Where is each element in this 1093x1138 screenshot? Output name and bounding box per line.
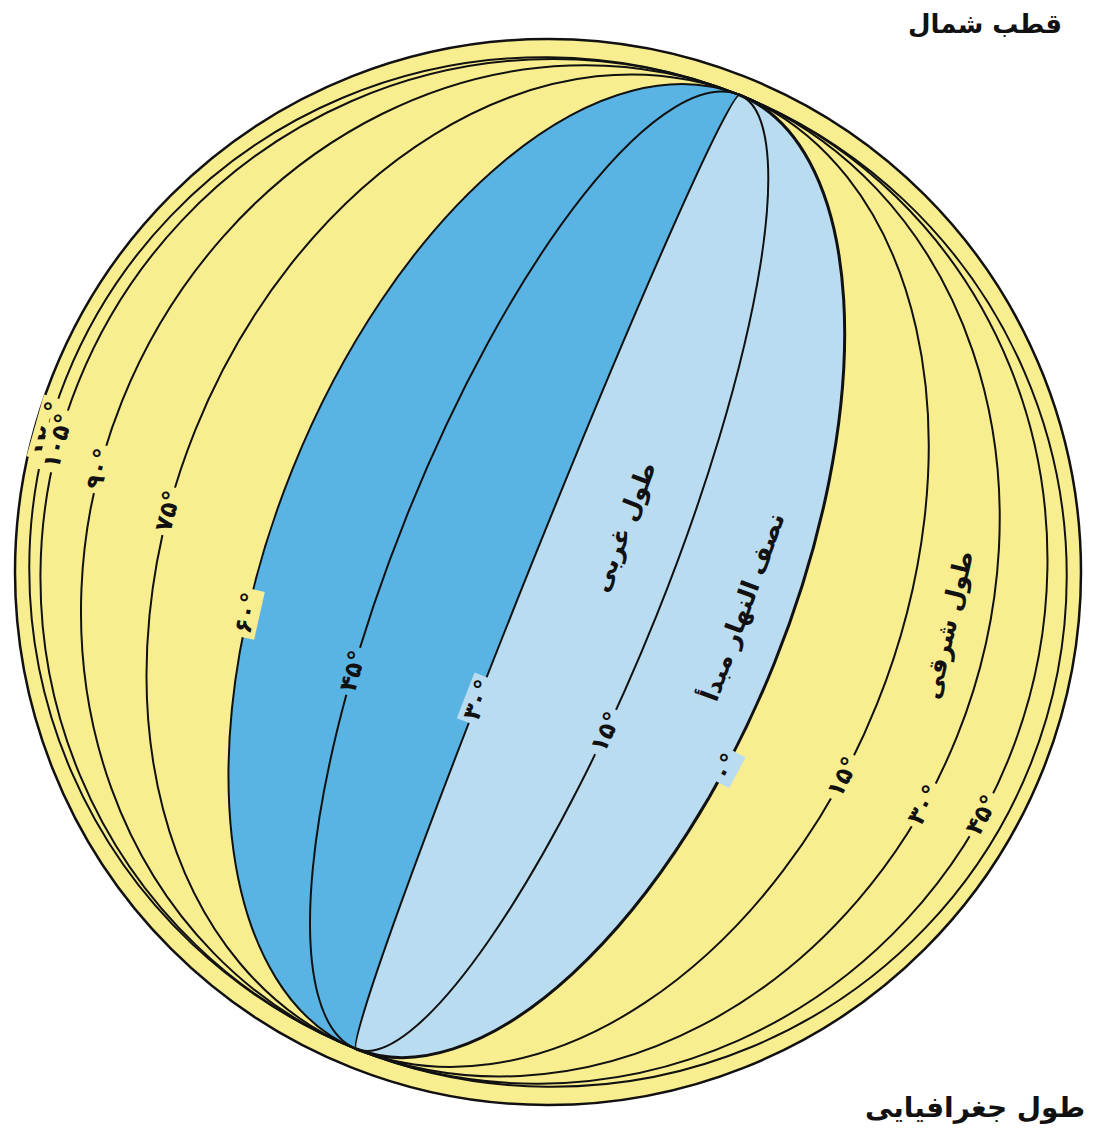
meridian-line [147, 74, 740, 1049]
meridian-line [356, 95, 999, 1076]
degree-label: ۰° [707, 745, 747, 788]
degree-label: ۴۵° [333, 644, 372, 699]
meridian-line [229, 84, 740, 1049]
pole-label: قطب شمال [904, 10, 1066, 39]
degree-label: ۷۵° [149, 484, 187, 538]
globe-ground [15, 39, 1081, 1105]
region-label: طول شرقی [916, 544, 979, 705]
meridian-line [310, 92, 740, 1049]
meridian-line [40, 59, 739, 1049]
degree-label: ۱۵° [820, 749, 867, 805]
region-label: طول غربی [585, 455, 663, 600]
meridian-name: نصف النهار مبدأ [695, 506, 792, 709]
degree-label: ۳۰° [457, 672, 499, 728]
west-band-light [356, 95, 845, 1058]
globe-outline [15, 39, 1081, 1105]
degree-label: ۱۵° [583, 704, 628, 760]
meridian-line [356, 95, 740, 1049]
degree-label: ۴۵° [959, 787, 1006, 843]
meridian-line [29, 57, 739, 1049]
degree-label: ۳۰° [901, 777, 948, 833]
degree-label: ۶۰° [229, 586, 266, 640]
meridian-line [356, 95, 768, 1051]
caption: طول جغرافیایی [861, 1093, 1089, 1124]
meridian-line [81, 65, 740, 1049]
degree-label: ۹۰° [80, 442, 118, 496]
meridian-line [356, 95, 1066, 1087]
meridian-line [356, 95, 928, 1067]
meridian-line [356, 95, 844, 1058]
